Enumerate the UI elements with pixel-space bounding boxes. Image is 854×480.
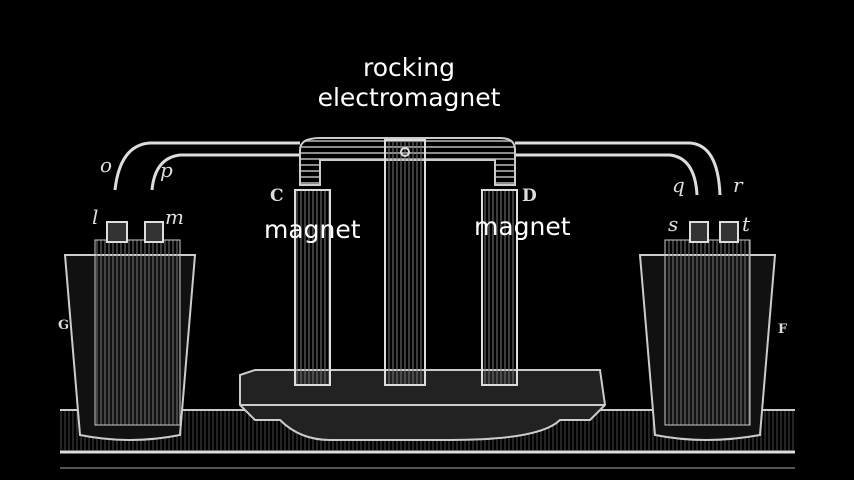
left-magnet-label: magnet xyxy=(264,215,361,244)
label-line-2: electromagnet xyxy=(317,83,501,112)
cell-f xyxy=(638,221,777,441)
letter-c: C xyxy=(270,186,284,206)
letter-q: q xyxy=(672,173,685,197)
letter-m: m xyxy=(165,205,184,229)
base xyxy=(239,369,607,441)
pivot-icon xyxy=(400,147,410,157)
rocking-electromagnet-label: rocking electromagnet xyxy=(309,53,509,113)
magnet-c xyxy=(294,189,331,386)
letter-o: o xyxy=(100,153,113,177)
wires xyxy=(113,141,722,196)
letter-l: l xyxy=(92,205,99,229)
letter-p: p xyxy=(160,158,173,182)
letter-g: G xyxy=(58,318,70,333)
rocking-electromagnet xyxy=(299,137,516,186)
label-line-1: rocking xyxy=(363,53,455,82)
letter-d: D xyxy=(522,186,537,206)
pivot-post xyxy=(384,139,426,386)
letter-f: F xyxy=(778,322,788,337)
magnet-d xyxy=(481,189,518,386)
letter-t: t xyxy=(742,212,751,236)
letter-s: s xyxy=(668,212,679,236)
cell-g xyxy=(63,221,197,441)
letter-r: r xyxy=(733,173,743,197)
right-magnet-label: magnet xyxy=(474,212,571,241)
